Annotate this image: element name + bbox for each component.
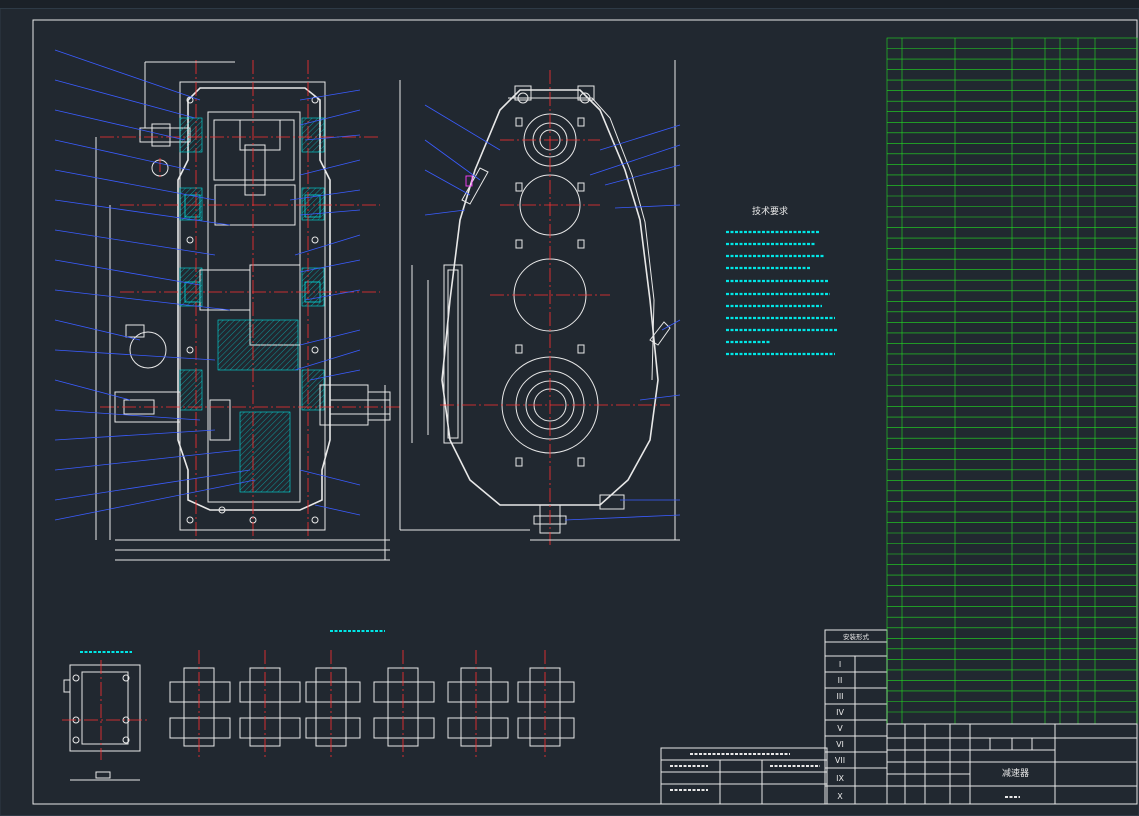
assembly-types-table: 安装形式 I II III IV V VI VII IX X [824,629,888,805]
parts-table-rows [887,48,1137,713]
assembly-type-label: IV [836,708,844,717]
plan-dimensions [95,61,390,561]
assembly-schemes [169,630,575,760]
bearing-rows [179,117,325,411]
assembly-types-title: 安装形式 [843,632,870,641]
assembly-type-label: III [836,692,843,701]
side-view[interactable] [399,60,680,545]
assembly-type-label: VI [836,740,844,749]
assembly-type-label: IX [836,774,844,783]
title-block: 减速器 [886,723,1138,805]
plan-view-leaders [54,49,361,521]
drawing-frame [0,8,1139,816]
drawing-name: 减速器 [1002,767,1029,779]
assembly-types-rows [825,671,887,787]
side-bolts [515,117,585,467]
parts-table [886,37,1138,725]
assembly-type-label: V [837,724,843,733]
assembly-type-label: X [837,792,843,801]
input-shaft[interactable] [139,123,191,178]
technical-requirements: 技术要求 [726,205,838,356]
mounting-hole-view [62,651,148,781]
side-view-leaders [424,104,681,521]
side-dimensions [399,60,680,541]
performance-table [660,747,828,805]
technical-requirements-lines [726,230,838,356]
plan-view[interactable] [95,60,400,561]
assembly-type-label: I [839,660,841,669]
assembly-type-label: II [838,676,843,685]
technical-requirements-title: 技术要求 [752,205,788,217]
assembly-type-label: VII [835,756,845,765]
gear-train[interactable] [199,119,301,493]
